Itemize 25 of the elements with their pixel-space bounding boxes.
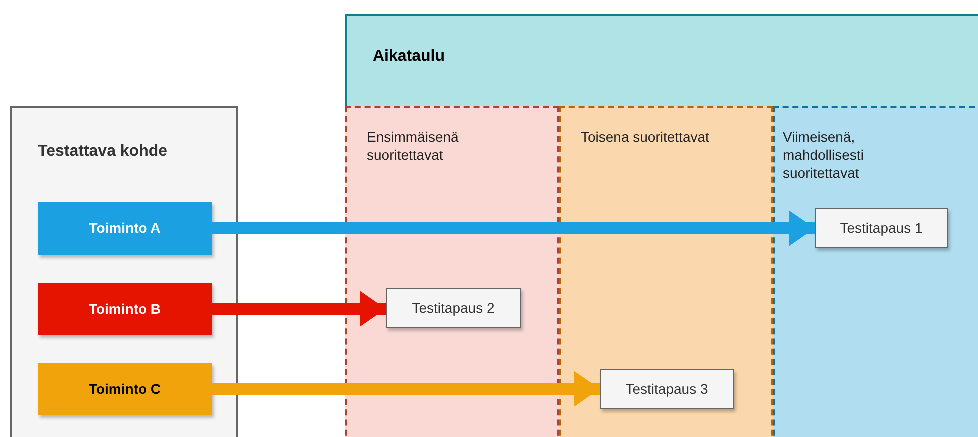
test-case-box (386, 288, 521, 328)
column-panel (345, 106, 559, 437)
box-label: Toiminto B (88, 300, 162, 318)
swimlane-panel (345, 14, 978, 437)
panel-title: Viimeisenä, mahdollisesti suoritettavat (783, 128, 865, 183)
process-box (38, 202, 212, 255)
box-label: Testitapaus 3 (626, 380, 708, 398)
box-label: Toiminto A (89, 219, 161, 238)
arrow (212, 291, 386, 327)
arrow (212, 371, 600, 407)
panel-title: Toisena suoritettavat (581, 128, 710, 146)
column-panel (773, 106, 978, 437)
process-box (38, 283, 212, 335)
arrow (212, 210, 815, 246)
box-label: Testitapaus 1 (840, 218, 923, 238)
process-box (38, 363, 212, 415)
box-label: Toiminto C (88, 380, 162, 398)
test-case-box (815, 208, 948, 248)
panel-title: Ensimmäisenä suoritettavat (367, 128, 459, 164)
column-panel (559, 106, 773, 437)
panel-title: Testattava kohde (38, 142, 168, 162)
box-label: Testitapaus 2 (412, 298, 495, 318)
group-panel (10, 106, 238, 437)
panel-title: Aikataulu (373, 47, 446, 67)
test-case-box (600, 369, 734, 409)
